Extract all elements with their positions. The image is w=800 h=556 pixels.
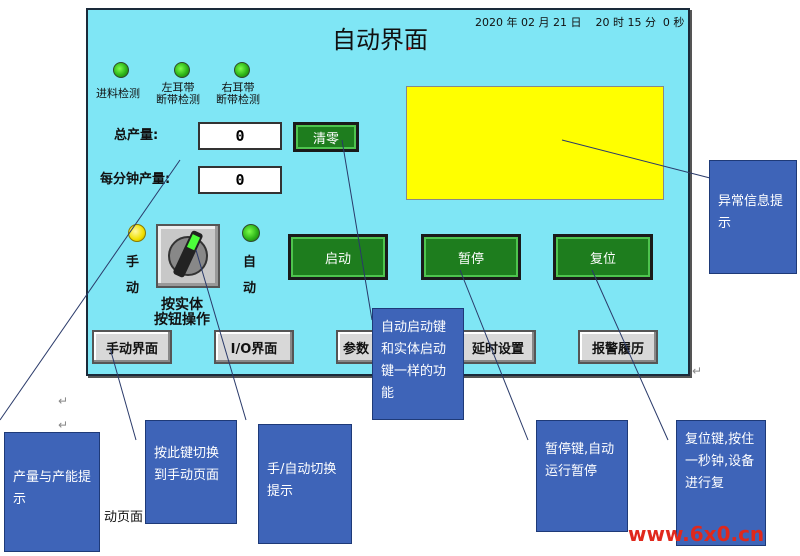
right-strap-label: 右耳带 断带检测: [216, 81, 260, 106]
per-minute-value: 0: [198, 166, 282, 194]
alarm-message-box: [406, 86, 664, 200]
left-strap-label: 左耳带 断带检测: [156, 81, 200, 106]
manual-screen-button[interactable]: 手动界面: [92, 330, 172, 364]
start-button[interactable]: 启动: [288, 234, 388, 280]
callout-pause-function: 暂停键,自动运行暂停: [536, 420, 628, 532]
screen-title: 自动界面: [332, 26, 428, 54]
mode-selector-switch[interactable]: [156, 224, 220, 288]
per-minute-label: 每分钟产量:: [100, 172, 171, 187]
left-strap-lamp: [174, 62, 190, 78]
red-dot-marker: [408, 47, 411, 50]
site-watermark: www.6x0.cn: [628, 522, 765, 546]
feed-detect-label: 进料检测: [96, 87, 140, 100]
feed-detect-lamp: [113, 62, 129, 78]
auto-mode-lamp: [242, 224, 260, 242]
total-output-label: 总产量:: [114, 128, 159, 143]
manual-mode-lamp: [128, 224, 146, 242]
auto-mode-label: 自 动: [243, 255, 257, 296]
callout-switch-to-manual: 按此键切换到手动页面: [145, 420, 237, 524]
params-button[interactable]: 参数: [336, 330, 376, 364]
pause-button[interactable]: 暂停: [421, 234, 521, 280]
callout-start-function: 自动启动键和实体启动键一样的功能: [372, 308, 464, 420]
io-screen-button[interactable]: I/O界面: [214, 330, 294, 364]
datetime-display: 2020 年 02 月 21 日 20 时 15 分 0 秒: [475, 16, 685, 29]
alarm-history-button[interactable]: 报警履历: [578, 330, 658, 364]
callout-mode-hint: 手/自动切换提示: [258, 424, 352, 544]
callout-alarm-info: 异常信息提示: [709, 160, 797, 274]
switch-caption: 按实体 按钮操作: [154, 297, 210, 328]
document-text-fragment: 动页面: [104, 510, 144, 525]
manual-mode-label: 手 动: [126, 255, 140, 296]
right-strap-lamp: [234, 62, 250, 78]
return-mark: ↵: [58, 394, 69, 408]
reset-button[interactable]: 复位: [553, 234, 653, 280]
return-mark: ↵: [58, 418, 69, 432]
return-mark: ↵: [692, 364, 703, 378]
callout-reset-function: 复位键,按住一秒钟,设备进行复: [676, 420, 766, 546]
clear-button[interactable]: 清零: [293, 122, 359, 152]
callout-output-hint: 产量与产能提示: [4, 432, 100, 552]
total-output-value: 0: [198, 122, 282, 150]
delay-settings-button[interactable]: 延时设置: [460, 330, 536, 364]
